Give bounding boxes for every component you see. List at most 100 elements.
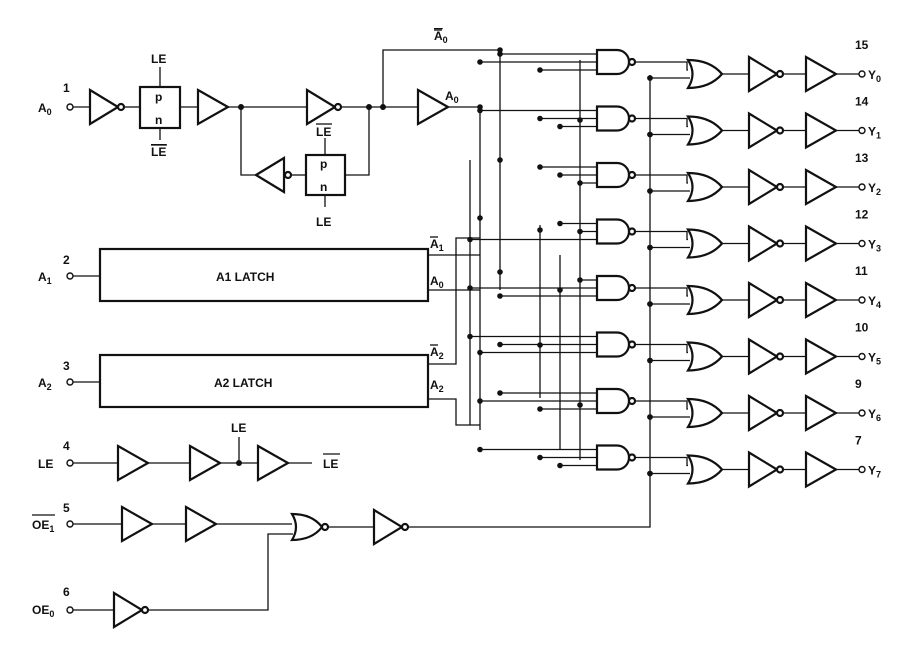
output-pin-label: Y3 — [868, 238, 881, 254]
decoder-nand-gate — [595, 105, 637, 132]
svg-text:A2: A2 — [430, 345, 444, 361]
output-buffer — [804, 168, 838, 206]
output-pin-label: Y7 — [868, 464, 881, 480]
oe-inverter — [372, 508, 410, 546]
decoder-nand-gate — [595, 218, 637, 245]
decoder-nand-gate — [595, 274, 637, 302]
output-pin-terminal[interactable] — [858, 465, 866, 474]
output-inverter — [747, 281, 785, 319]
output-inverter — [747, 168, 785, 206]
le-bar-output-label: LE — [323, 457, 338, 471]
a0-pin-label: A0 — [38, 101, 52, 117]
output-pin-label: Y4 — [868, 294, 881, 310]
output-or-gate — [686, 228, 724, 259]
output-pin-label: Y6 — [868, 407, 881, 423]
output-pin-terminal[interactable] — [858, 239, 866, 248]
oe-nor-gate — [290, 512, 330, 542]
svg-text:4: 4 — [63, 439, 70, 453]
svg-text:LE: LE — [316, 215, 331, 229]
output-pin-number: 13 — [855, 151, 869, 165]
le-buffer-3 — [256, 444, 290, 482]
output-pin-terminal[interactable] — [858, 183, 866, 191]
output-buffer — [804, 225, 838, 262]
oe1-buffer-2 — [184, 505, 218, 543]
decoder-nand-gate — [595, 331, 637, 358]
a0-input-inverter — [88, 88, 126, 126]
svg-text:3: 3 — [63, 359, 70, 373]
a1-pin-terminal[interactable] — [66, 272, 74, 280]
output-or-gate — [686, 454, 724, 485]
output-pin-label: Y2 — [868, 181, 881, 197]
a1-latch-title: A1 LATCH — [216, 270, 274, 284]
a0-transmission-gate-2: p n LE LE — [304, 123, 347, 229]
svg-text:OE1: OE1 — [32, 518, 54, 534]
output-pin-label: Y1 — [868, 125, 881, 141]
output-pin-label: Y0 — [868, 68, 881, 84]
svg-text:p: p — [155, 90, 162, 104]
svg-text:LE: LE — [151, 52, 166, 66]
a0-feedback-inverter — [253, 156, 293, 194]
oe1-pin-terminal[interactable] — [66, 520, 74, 528]
output-pin-number: 15 — [855, 38, 869, 52]
a2-input: 3 A2 — [38, 359, 74, 392]
output-pin-number: 7 — [855, 434, 862, 448]
a0-inverter-2 — [305, 88, 343, 126]
a0-bar-label: A0 — [434, 29, 448, 45]
output-buffer — [804, 281, 838, 319]
output-buffer — [804, 112, 838, 149]
svg-text:A1: A1 — [430, 237, 444, 253]
output-inverter — [747, 55, 785, 93]
output-or-gate — [686, 284, 724, 316]
svg-text:2: 2 — [63, 253, 70, 267]
le-pin-terminal[interactable] — [66, 459, 74, 467]
svg-text:n: n — [155, 113, 162, 127]
output-inverter — [747, 338, 785, 375]
oe1-buffer-1 — [120, 505, 154, 543]
svg-text:p: p — [320, 157, 327, 171]
output-pin-terminal[interactable] — [858, 296, 866, 304]
output-pin-terminal[interactable] — [858, 126, 866, 135]
le-input: 4 LE — [38, 439, 74, 471]
a2-pin-terminal[interactable] — [66, 378, 74, 386]
oe0-input: 6 OE0 — [32, 585, 74, 619]
output-pin-number: 12 — [855, 208, 869, 222]
a0-pin-number: 1 — [63, 81, 70, 95]
output-buffer — [804, 55, 838, 93]
oe0-inverter — [112, 591, 150, 629]
output-pin-number: 11 — [855, 264, 868, 278]
svg-text:LE: LE — [38, 457, 53, 471]
a0-pin-terminal[interactable] — [66, 103, 74, 111]
output-or-gate — [686, 397, 724, 429]
le-buffer-1 — [116, 444, 150, 482]
svg-text:A2: A2 — [430, 378, 444, 394]
output-inverter — [747, 394, 785, 432]
a1-latch: A1 LATCH A1 A0 — [98, 236, 444, 303]
svg-text:LE: LE — [316, 125, 331, 139]
output-inverter — [747, 112, 785, 149]
output-pin-number: 14 — [855, 95, 869, 109]
a0-transmission-gate-1: p n LE LE — [138, 52, 182, 159]
svg-text:5: 5 — [63, 501, 70, 515]
output-pin-number: 10 — [855, 321, 869, 335]
output-buffer — [804, 451, 838, 488]
oe1-input: 5 OE1 — [32, 501, 74, 534]
output-inverter — [747, 451, 785, 488]
le-buffer-2 — [188, 444, 222, 482]
oe0-pin-terminal[interactable] — [66, 606, 74, 614]
output-pin-number: 9 — [855, 377, 862, 391]
output-pin-terminal[interactable] — [858, 70, 866, 78]
a2-latch-title: A2 LATCH — [214, 376, 272, 390]
output-buffer — [804, 394, 838, 432]
le-tap-label: LE — [231, 421, 246, 435]
svg-text:OE0: OE0 — [32, 603, 54, 619]
output-pin-terminal[interactable] — [858, 352, 866, 361]
svg-text:A1: A1 — [38, 270, 52, 286]
output-buffer — [804, 338, 838, 375]
svg-text:LE: LE — [151, 145, 166, 159]
decoder-nand-gate — [595, 161, 637, 189]
decoder-nand-gate — [595, 48, 637, 76]
decoder-nand-gate — [595, 444, 637, 471]
output-pin-terminal[interactable] — [858, 409, 866, 417]
output-or-gate — [686, 58, 724, 90]
